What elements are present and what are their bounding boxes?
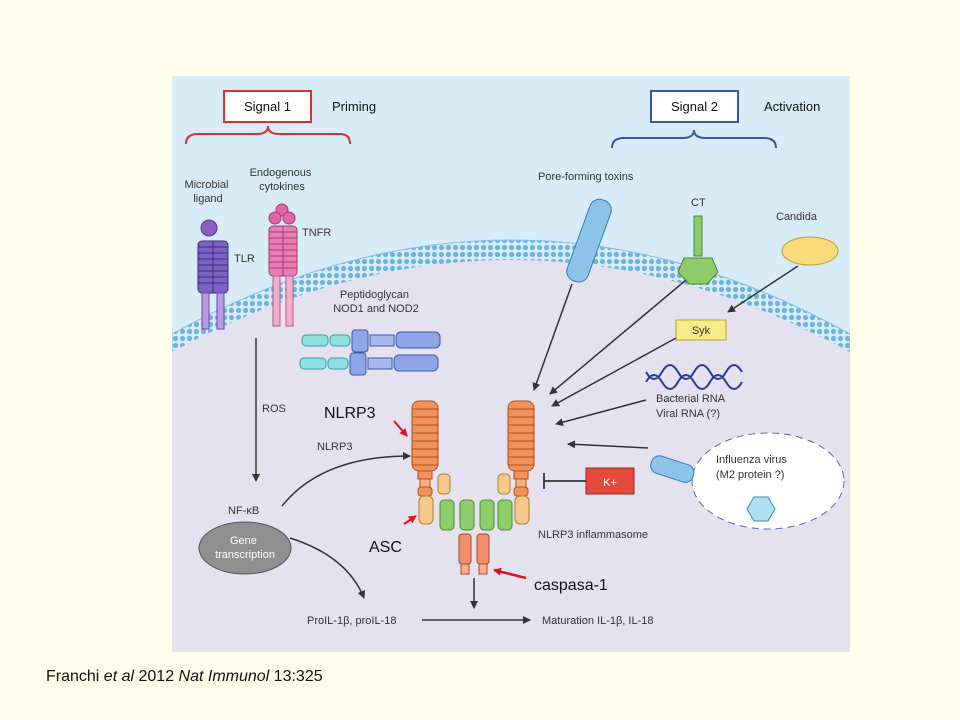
gene-transcription-node [198,521,292,575]
priming-label: Priming [332,99,376,114]
influenza-arrow [567,440,649,449]
nlrp3-callout-arrow [393,420,408,437]
maturation-label: Maturation IL-1β, IL-18 [542,615,654,627]
inflammasome-diagram: Signal 1 Priming Signal 2 Activation Mic… [172,76,850,652]
activation-label: Activation [764,99,820,114]
caspase-1-dimer [458,533,490,575]
ct-label: CT [691,197,706,209]
signal2-label: Signal 2 [671,99,718,114]
cytokine-ligand [268,203,296,225]
bacterial-rna-label: Bacterial RNA Viral RNA (?) [656,393,728,420]
syk-arrow [551,337,677,407]
pro-il-label: ProIL-1β, proIL-18 [307,615,396,627]
inflammasome-label: NLRP3 inflammasome [538,529,648,541]
asc-callout: ASC [369,539,402,556]
k-plus-label: K+ [603,477,617,489]
tlr-label: TLR [234,253,255,265]
signal1-box [223,90,312,123]
cholera-toxin [677,215,719,285]
m2-channel [650,455,695,483]
pore-forming-toxins-label: Pore-forming toxins [538,171,634,183]
signal1-label: Signal 1 [244,99,291,114]
caspase-callout: caspasa-1 [534,577,608,594]
ros-label: ROS [262,403,286,415]
nod2-molecule [299,352,439,376]
signal2-brace [611,129,777,149]
influenza-virus [691,432,845,530]
peptidoglycan-label: Peptidoglycan NOD1 and NOD2 [333,289,419,315]
syk-label: Syk [692,325,711,337]
nlrp3-inflammasome [411,400,535,575]
toxin-arrow [532,283,573,391]
asc-adapter [418,473,530,525]
nlrp3-right [507,400,535,497]
tnfr-label: TNFR [302,227,331,239]
microbial-ligand-label: Microbial ligand [184,179,231,205]
candida-label: Candida [776,211,818,223]
nlrp3-pathway-label: NLRP3 [317,441,352,453]
signal1-brace [185,125,351,145]
ct-arrow [549,279,687,395]
rna-arrow [555,399,647,427]
signal2-box [650,90,739,123]
nf-kb-label: NF-κB [228,505,259,517]
pore-forming-toxin [566,198,612,283]
m2-protein-icon [746,496,776,522]
microbial-ligand [200,219,218,237]
tnfr-receptor [268,225,298,327]
tlr-receptor [197,240,229,330]
nlrp3-left [411,400,439,497]
pro-il-arrow [289,537,366,599]
gene-transcription-label: Gene transcription [215,535,275,561]
nod1-molecule [301,329,441,353]
asc-callout-arrow [403,515,417,525]
caspase-callout-arrow [493,567,527,580]
card-domains [439,499,513,531]
candida-arrow [727,265,799,313]
nlrp3-induction-arrow [281,452,411,507]
rna-helix [645,364,743,390]
influenza-label: Influenza virus (M2 protein ?) [716,454,790,481]
endogenous-cytokines-label: Endogenous cytokines [250,167,315,193]
citation: Franchi et al 2012 Nat Immunol 13:325 [46,668,323,685]
candida-cell [781,236,839,266]
nlrp3-callout: NLRP3 [324,405,376,422]
syk-box [675,319,727,341]
k-plus-inhibition [543,473,586,489]
